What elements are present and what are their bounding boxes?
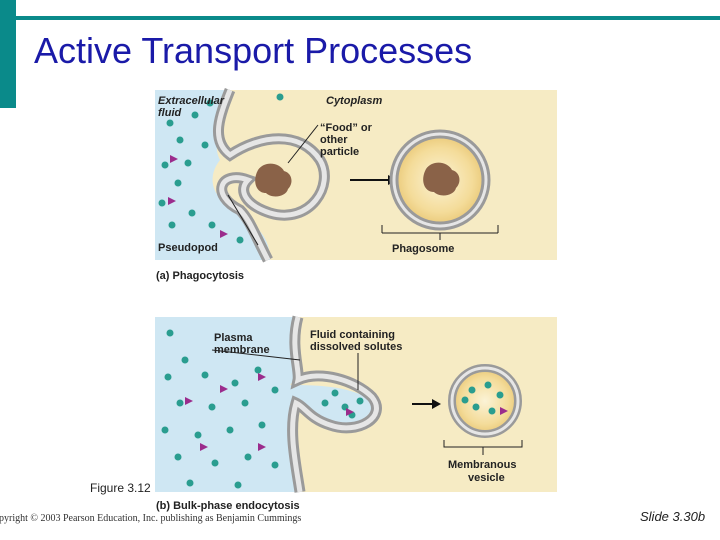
label-vesicle-1: Membranous xyxy=(448,459,516,471)
phagosome-bracket xyxy=(381,225,499,240)
accent-line xyxy=(16,16,720,20)
label-plasma-2: membrane xyxy=(214,344,270,356)
arrow-b-head xyxy=(432,399,441,409)
label-food-1: “Food” or xyxy=(320,122,373,134)
copyright-notice: opyright © 2003 Pearson Education, Inc. … xyxy=(0,513,302,524)
label-food-3: particle xyxy=(320,146,359,158)
label-vesicle-2: vesicle xyxy=(468,472,505,484)
label-fluid-1: Fluid containing xyxy=(310,329,395,341)
label-phagosome: Phagosome xyxy=(392,243,454,255)
caption-b: (b) Bulk-phase endocytosis xyxy=(156,500,300,512)
triangles-b xyxy=(185,373,354,451)
triangles-a xyxy=(168,155,228,238)
plasma-pointer xyxy=(211,349,301,361)
caption-a-letter: (a) xyxy=(156,270,173,282)
phagosome-particle xyxy=(423,162,460,196)
slide-number: Slide 3.30b xyxy=(640,509,706,524)
figure-label: Figure 3.12 xyxy=(90,481,151,495)
membrane-b-inner xyxy=(290,316,379,493)
vesicle-triangle xyxy=(500,407,508,415)
slide-title: Active Transport Processes xyxy=(34,30,473,71)
label-plasma-1: Plasma xyxy=(214,332,253,344)
vesicle-solutes xyxy=(461,381,504,415)
label-pseudopod: Pseudopod xyxy=(158,242,218,254)
vesicle-bracket xyxy=(443,440,523,455)
food-pointer xyxy=(287,124,319,164)
label-extracellular-2: fluid xyxy=(158,107,181,119)
caption-b-text: Bulk-phase endocytosis xyxy=(173,500,300,512)
endocytosis-figure: Extracellular fluid Cytoplasm “Food” or … xyxy=(155,87,557,512)
panel-bulk-phase: Plasma membrane Fluid containing dissolv… xyxy=(155,315,557,512)
label-food-2: other xyxy=(320,134,348,146)
accent-bar xyxy=(0,0,16,108)
label-cytoplasm: Cytoplasm xyxy=(326,95,382,107)
caption-a: (a) Phagocytosis xyxy=(156,270,244,282)
label-fluid-2: dissolved solutes xyxy=(310,341,402,353)
panel-phagocytosis: Extracellular fluid Cytoplasm “Food” or … xyxy=(155,87,557,282)
caption-a-text: Phagocytosis xyxy=(173,270,245,282)
food-particle xyxy=(255,163,292,197)
solutes-a xyxy=(158,93,284,244)
caption-b-letter: (b) xyxy=(156,500,173,512)
pseudopod-pointer xyxy=(227,194,259,246)
label-extracellular-1: Extracellular xyxy=(158,95,225,107)
extracellular-bg-b xyxy=(155,317,372,492)
